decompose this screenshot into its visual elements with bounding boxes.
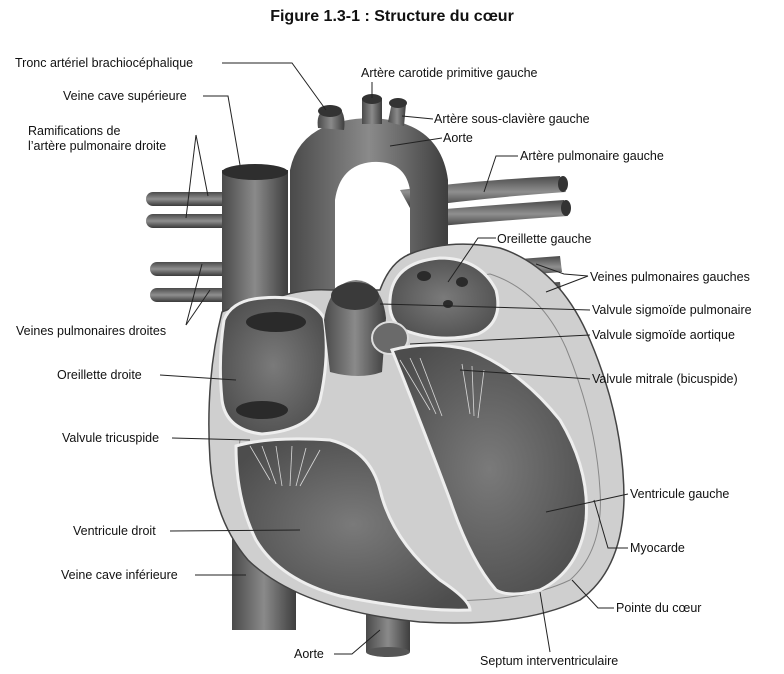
tronc-pulmonaire-shape — [324, 280, 386, 376]
label-septum: Septum interventriculaire — [480, 654, 619, 668]
ventricule-gauche-shape — [389, 343, 588, 596]
label-valvule-tricuspide: Valvule tricuspide — [62, 431, 160, 445]
label-veine-cave-superieure: Veine cave supérieure — [63, 89, 187, 103]
ramifications-shape — [146, 192, 240, 302]
label-ventricule-gauche: Ventricule gauche — [630, 487, 730, 501]
label-oreillette-droite: Oreillette droite — [57, 368, 142, 382]
label-mitrale: Valvule mitrale (bicuspide) — [592, 372, 738, 386]
label-aorte-haut: Aorte — [443, 131, 473, 145]
carotide-shape — [362, 94, 382, 124]
label-sigmoide-aortique: Valvule sigmoïde aortique — [592, 328, 735, 342]
cordages-shape — [249, 357, 485, 487]
label-aorte-bas: Aorte — [294, 647, 324, 661]
aorte-shape — [290, 118, 448, 320]
sous-claviere-shape — [388, 98, 407, 126]
label-ramifications: Ramifications de l’artère pulmonaire dro… — [28, 124, 167, 153]
oreillette-gauche-shape — [388, 256, 500, 340]
ventricule-droit-shape — [234, 437, 472, 612]
label-sous-claviere: Artère sous-clavière gauche — [434, 112, 590, 126]
label-carotide: Artère carotide primitive gauche — [361, 66, 538, 80]
tronc-brachiocephalique-shape — [317, 105, 345, 130]
label-myocarde: Myocarde — [630, 541, 685, 555]
figure-title: Figure 1.3-1 : Structure du cœur — [270, 8, 514, 25]
label-pointe: Pointe du cœur — [616, 601, 702, 615]
oreillette-droite-shape — [218, 295, 328, 436]
label-artere-pulmonaire-gauche: Artère pulmonaire gauche — [520, 149, 664, 163]
valvule-aortique-shape — [371, 321, 409, 355]
label-veine-cave-inferieure: Veine cave inférieure — [61, 568, 178, 582]
label-tronc: Tronc artériel brachiocéphalique — [15, 56, 194, 70]
label-ventricule-droit: Ventricule droit — [73, 524, 156, 538]
label-sigmoide-pulmonaire: Valvule sigmoïde pulmonaire — [592, 303, 752, 317]
label-veines-pulmonaires-gauches: Veines pulmonaires gauches — [590, 270, 750, 284]
leader-lines — [159, 62, 629, 655]
label-oreillette-gauche: Oreillette gauche — [497, 232, 592, 246]
label-veines-pulmonaires-droites: Veines pulmonaires droites — [16, 324, 167, 338]
